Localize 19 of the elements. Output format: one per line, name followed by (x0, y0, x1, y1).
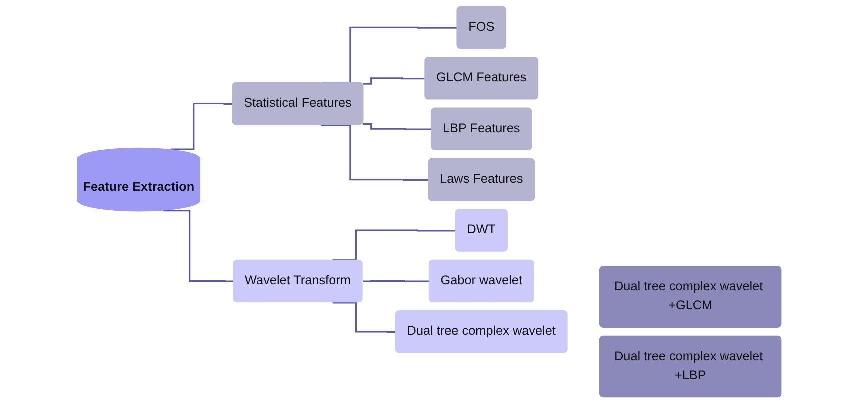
connector (171, 102, 233, 150)
node-box: LBP Features (431, 108, 532, 150)
connector (363, 78, 426, 85)
node-box: Gabor wavelet (428, 260, 534, 303)
node-box: GLCM Features (424, 57, 539, 100)
connector (332, 302, 396, 334)
connector (163, 210, 234, 282)
node-box: Dual tree complex wavelet +GLCM (599, 266, 782, 328)
node-box: Dual tree complex wavelet +LBP (599, 336, 782, 398)
connector (332, 230, 456, 261)
node-box: Wavelet Transform (233, 260, 363, 303)
node-box: Dual tree complex wavelet (395, 310, 568, 354)
node-box: FOS (456, 6, 506, 50)
node-box: DWT (455, 209, 508, 252)
connector (363, 123, 432, 130)
node-box: Statistical Features (232, 82, 364, 126)
connector (363, 280, 430, 282)
node-box: Laws Features (428, 158, 536, 202)
connector (321, 124, 429, 181)
